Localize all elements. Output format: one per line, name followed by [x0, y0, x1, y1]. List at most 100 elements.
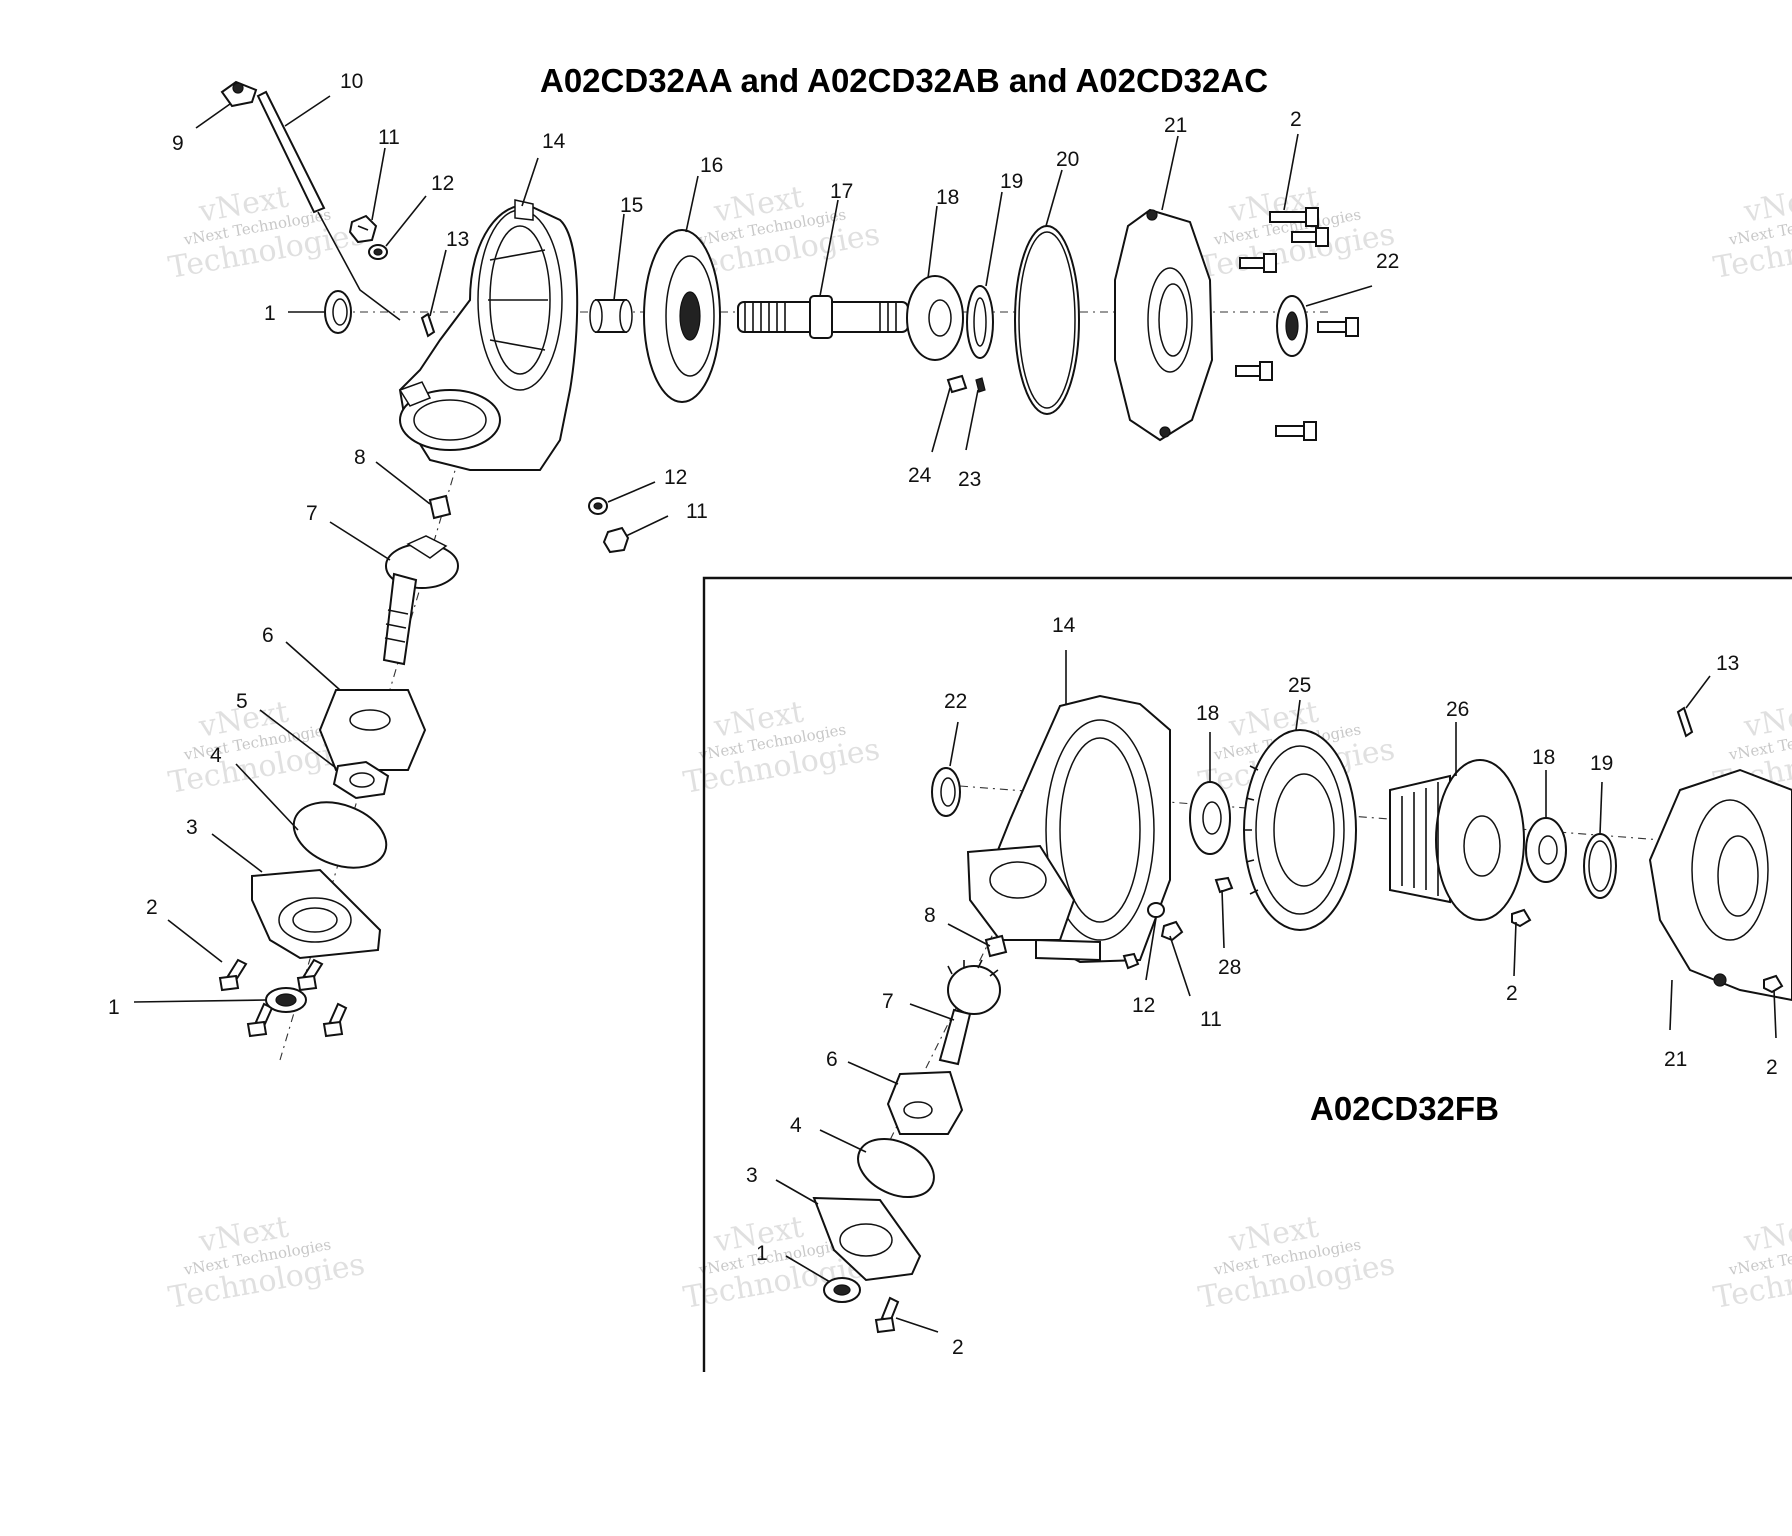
- output-seal-part: [1276, 295, 1308, 357]
- inset-bearing-left-part: [1189, 781, 1231, 855]
- ring-gear-part: [643, 229, 721, 403]
- callout-2-bottom: 2: [146, 896, 158, 919]
- inset-dowel-pin-part: [1676, 706, 1694, 738]
- vent-fitting-part: [220, 80, 258, 108]
- callout-20: 20: [1056, 148, 1079, 171]
- inset-callout-3: 3: [746, 1164, 758, 1187]
- inset-callout-2-bottom: 2: [952, 1336, 964, 1359]
- inset-callout-2-right: 2: [1766, 1056, 1778, 1079]
- inset-pinion-o-ring-part: [857, 1137, 935, 1199]
- inset-callout-21: 21: [1664, 1048, 1687, 1071]
- callout-2-top: 2: [1290, 108, 1302, 131]
- inset-callout-8: 8: [924, 904, 936, 927]
- callout-4: 4: [210, 744, 222, 767]
- cover-bolts-part: [1235, 207, 1359, 441]
- callout-21: 21: [1164, 114, 1187, 137]
- inset-gearcase-cover-part: [1648, 768, 1792, 1002]
- inset-callout-12: 12: [1132, 994, 1155, 1017]
- inset-callout-14: 14: [1052, 614, 1076, 637]
- callout-1-bottom: 1: [108, 996, 120, 1019]
- callout-9: 9: [172, 132, 184, 155]
- pinion-cover-part: [251, 868, 382, 960]
- callout-12-lower: 12: [664, 466, 687, 489]
- pinion-bearing-part: [318, 689, 427, 771]
- dowel-pin-part: [420, 312, 436, 338]
- callout-14: 14: [542, 130, 566, 153]
- inset-bearing-right-part: [1525, 817, 1567, 883]
- callout-19: 19: [1000, 170, 1023, 193]
- o-ring-inner: [1018, 231, 1076, 409]
- inset-callout-1: 1: [756, 1242, 768, 1265]
- inset-border: [702, 576, 1792, 1372]
- callout-5: 5: [236, 690, 248, 713]
- inset-callout-11: 11: [1200, 1008, 1222, 1031]
- callout-8: 8: [354, 446, 366, 469]
- inset-pinion-bearing-part: [886, 1070, 964, 1135]
- callout-6: 6: [262, 624, 274, 647]
- inset-assembly-title: A02CD32FB: [1310, 1090, 1499, 1127]
- inset-ring-gear-part: [1243, 729, 1357, 931]
- callout-1: 1: [264, 302, 276, 325]
- inset-plug-28-part: [1214, 876, 1234, 894]
- callout-18: 18: [936, 186, 959, 209]
- output-shaft-part: [737, 295, 909, 339]
- inset-bolt-part: [1511, 908, 1532, 928]
- bearing-part: [906, 275, 964, 361]
- inset-small-plug-part: [1122, 952, 1140, 970]
- gearcase-housing-part: [398, 199, 579, 471]
- callout-23: 23: [958, 468, 981, 491]
- callout-24: 24: [908, 464, 932, 487]
- inset-callout-18-left: 18: [1196, 702, 1219, 725]
- main-callouts: 10 9 11 12 14 13 1 16 15 17 18 19 20 21 …: [108, 70, 1399, 1019]
- pinion-cover-bolts-part: [218, 958, 348, 1038]
- shim-inner: [973, 297, 987, 347]
- inset-callout-6: 6: [826, 1048, 838, 1071]
- callout-11: 11: [378, 126, 400, 149]
- plug-screw-part: [946, 374, 986, 394]
- inset-callout-28: 28: [1218, 956, 1241, 979]
- callout-3: 3: [186, 816, 198, 839]
- callout-13: 13: [446, 228, 469, 251]
- inset-callout-26: 26: [1446, 698, 1469, 721]
- callout-17: 17: [830, 180, 853, 203]
- inset-callout-25: 25: [1288, 674, 1311, 697]
- inset-callout-19: 19: [1590, 752, 1613, 775]
- callout-11-lower: 11: [686, 500, 708, 523]
- callout-15: 15: [620, 194, 643, 217]
- inset-washer-part: [1147, 902, 1165, 918]
- inset-panel: [702, 576, 1792, 1372]
- inset-pinion-shaft-part: [938, 959, 1001, 1066]
- callout-10: 10: [340, 70, 363, 93]
- vent-hose-route: [317, 211, 401, 321]
- inset-callout-2-middle: 2: [1506, 982, 1518, 1005]
- sealing-washer-part: [368, 244, 388, 260]
- callout-12: 12: [431, 172, 454, 195]
- inset-gearcase-housing-part: [966, 694, 1171, 964]
- drain-plug-part: [348, 214, 378, 244]
- inset-plug-11-part: [1160, 920, 1184, 942]
- lower-plug-part: [602, 526, 630, 554]
- callout-16: 16: [700, 154, 723, 177]
- bushing-part: [589, 299, 633, 333]
- pinion-shaft-part: [382, 535, 459, 666]
- watermark-grid: vNext vNext Technologies Technologies vN…: [166, 180, 1792, 1316]
- callout-22: 22: [1376, 250, 1399, 273]
- inset-differential-part: [1389, 759, 1525, 921]
- inset-callout-4: 4: [790, 1114, 802, 1137]
- pinion-o-ring-part: [292, 801, 388, 869]
- inset-callout-7: 7: [882, 990, 894, 1013]
- inset-pinion-cover-part: [812, 1196, 922, 1282]
- inset-cover-bolt-part: [1763, 974, 1784, 994]
- inset-pinion-cup-part: [984, 934, 1008, 958]
- inset-callouts: 14 22 18 25 26 18 19 13 8 12 11 28 2 21 …: [746, 614, 1778, 1359]
- main-assembly: [218, 80, 1359, 1061]
- pinion-cup-part: [428, 494, 452, 520]
- gearcase-cover-part: [1114, 208, 1214, 442]
- oil-seal-part: [324, 290, 352, 334]
- inset-callout-22: 22: [944, 690, 967, 713]
- callout-7: 7: [306, 502, 318, 525]
- vent-hose-part: [256, 90, 326, 214]
- inset-callout-13: 13: [1716, 652, 1739, 675]
